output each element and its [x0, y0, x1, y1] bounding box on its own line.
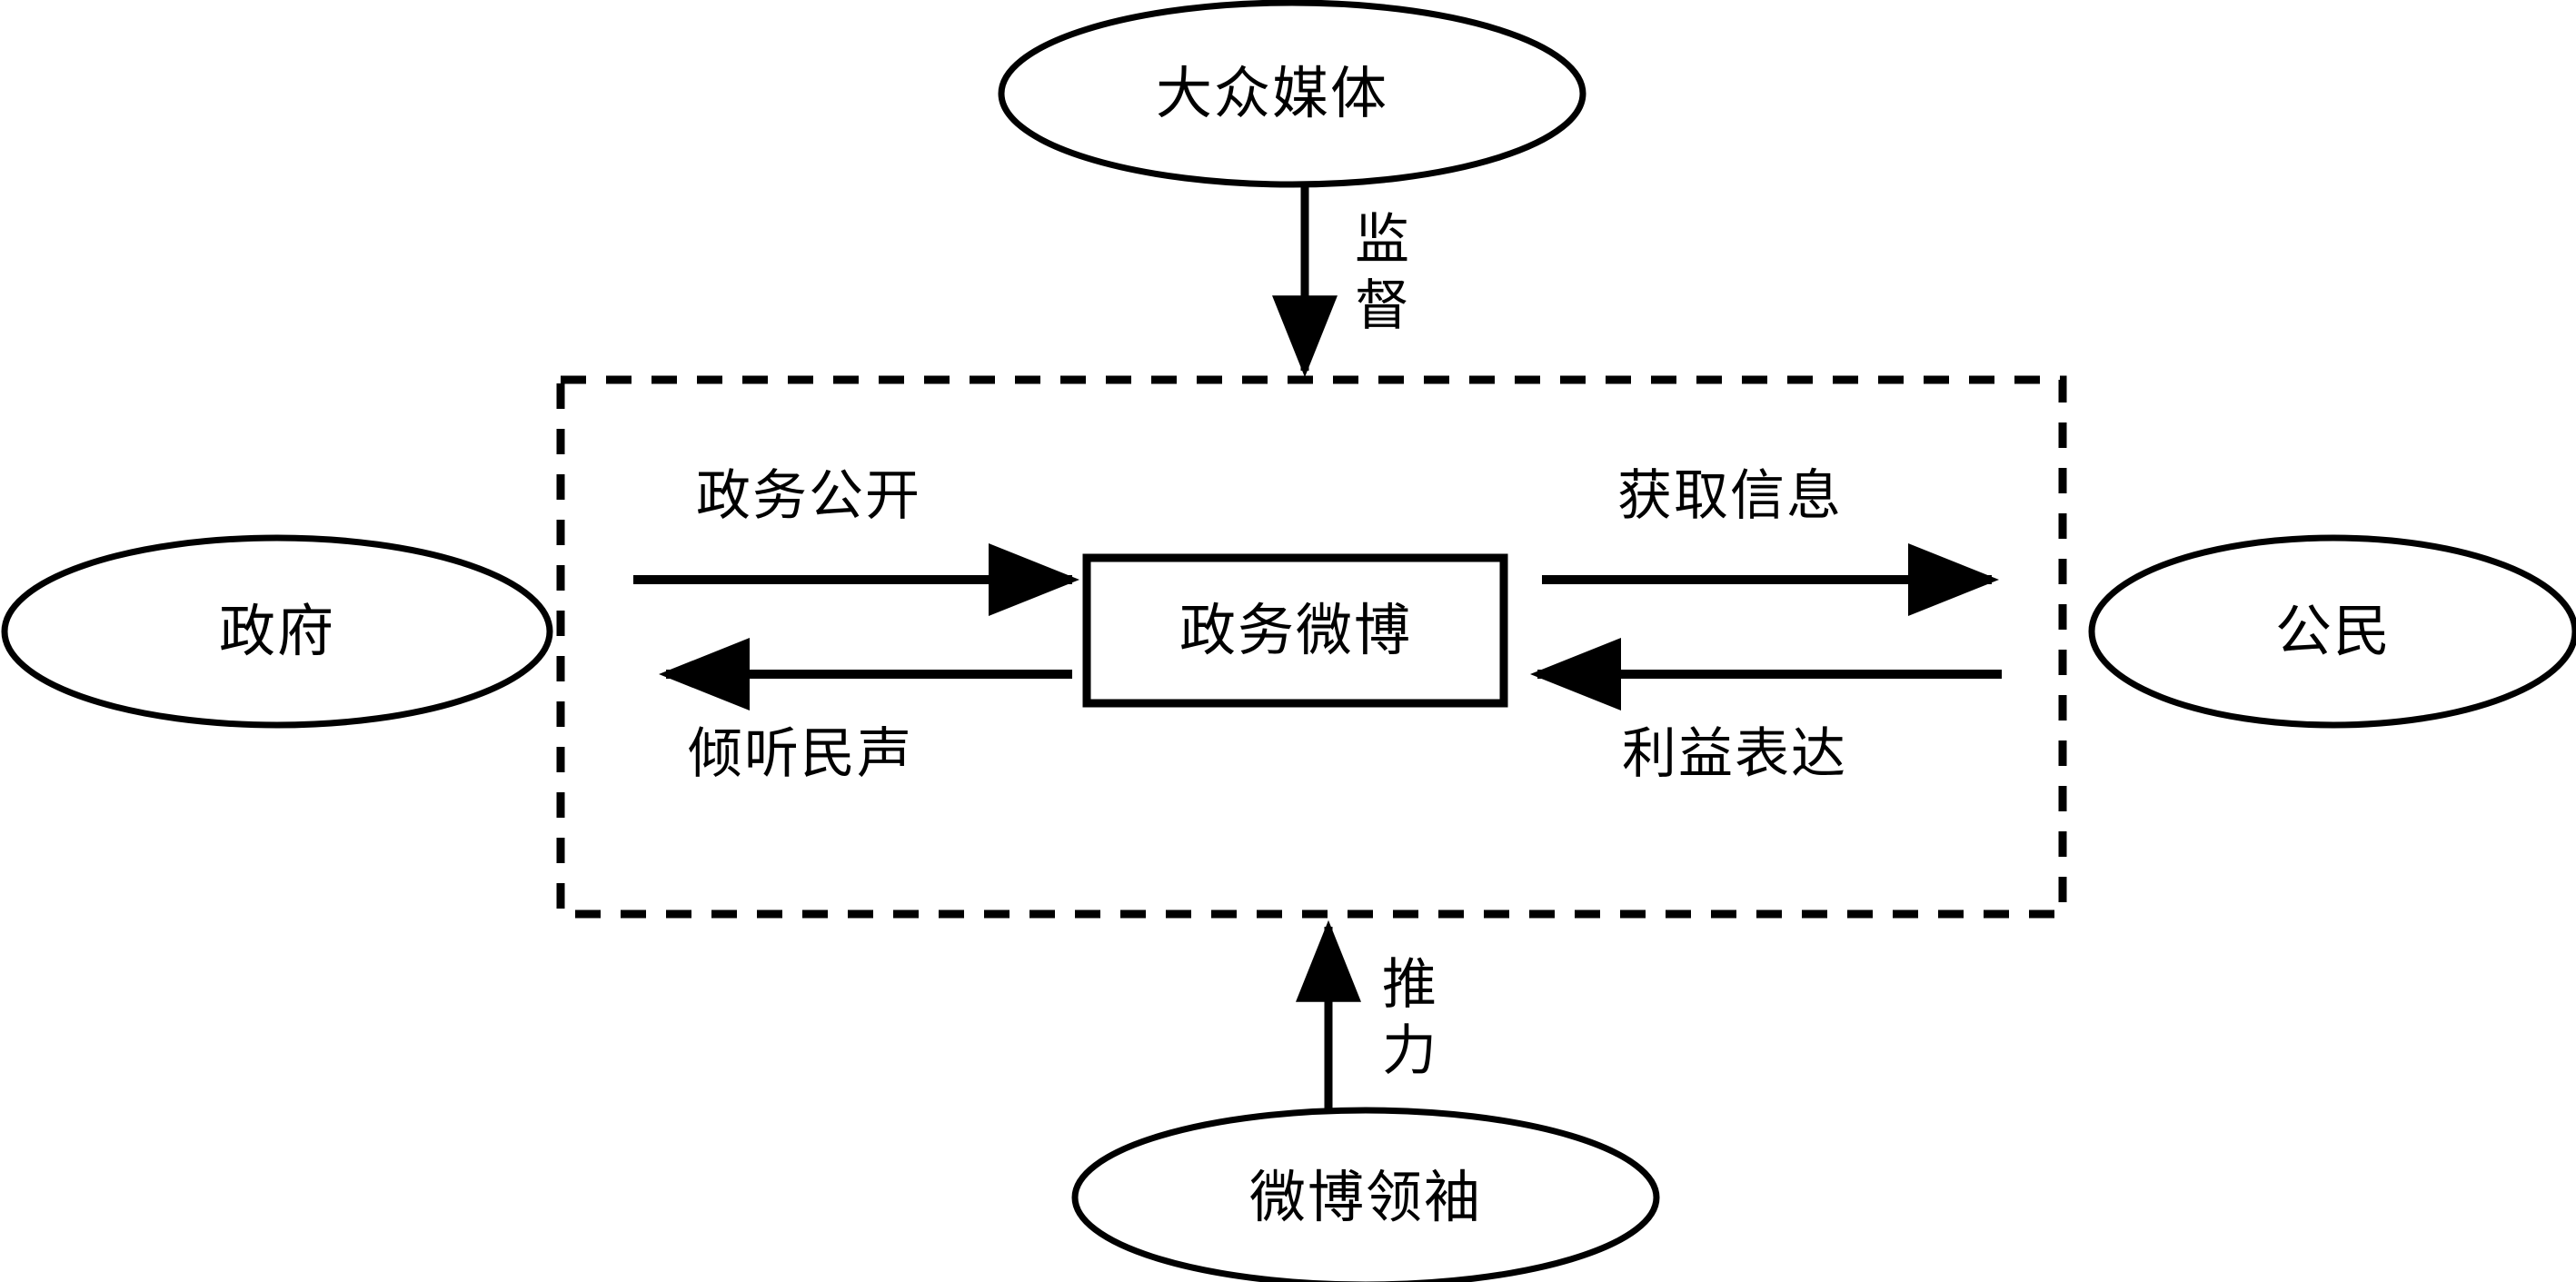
supervision-edge-label: 监督: [1355, 208, 1409, 339]
weibo-leader-ellipse: [1071, 1107, 1660, 1282]
government-ellipse: [1, 534, 553, 729]
obtain-information-edge-label: 获取信息: [1617, 464, 1843, 528]
listen-to-people-edge-label: 倾听民声: [688, 722, 913, 786]
driving-force-edge-label: 推力: [1382, 953, 1437, 1084]
gov-weibo-rect: [1082, 553, 1508, 708]
mass-media-ellipse: [998, 0, 1586, 188]
citizens-ellipse: [2088, 534, 2576, 729]
system-boundary-dashed-rect: [556, 375, 2067, 919]
gov-disclosure-edge-label: 政务公开: [696, 464, 921, 528]
interest-expression-edge-label: 利益表达: [1622, 722, 1847, 786]
